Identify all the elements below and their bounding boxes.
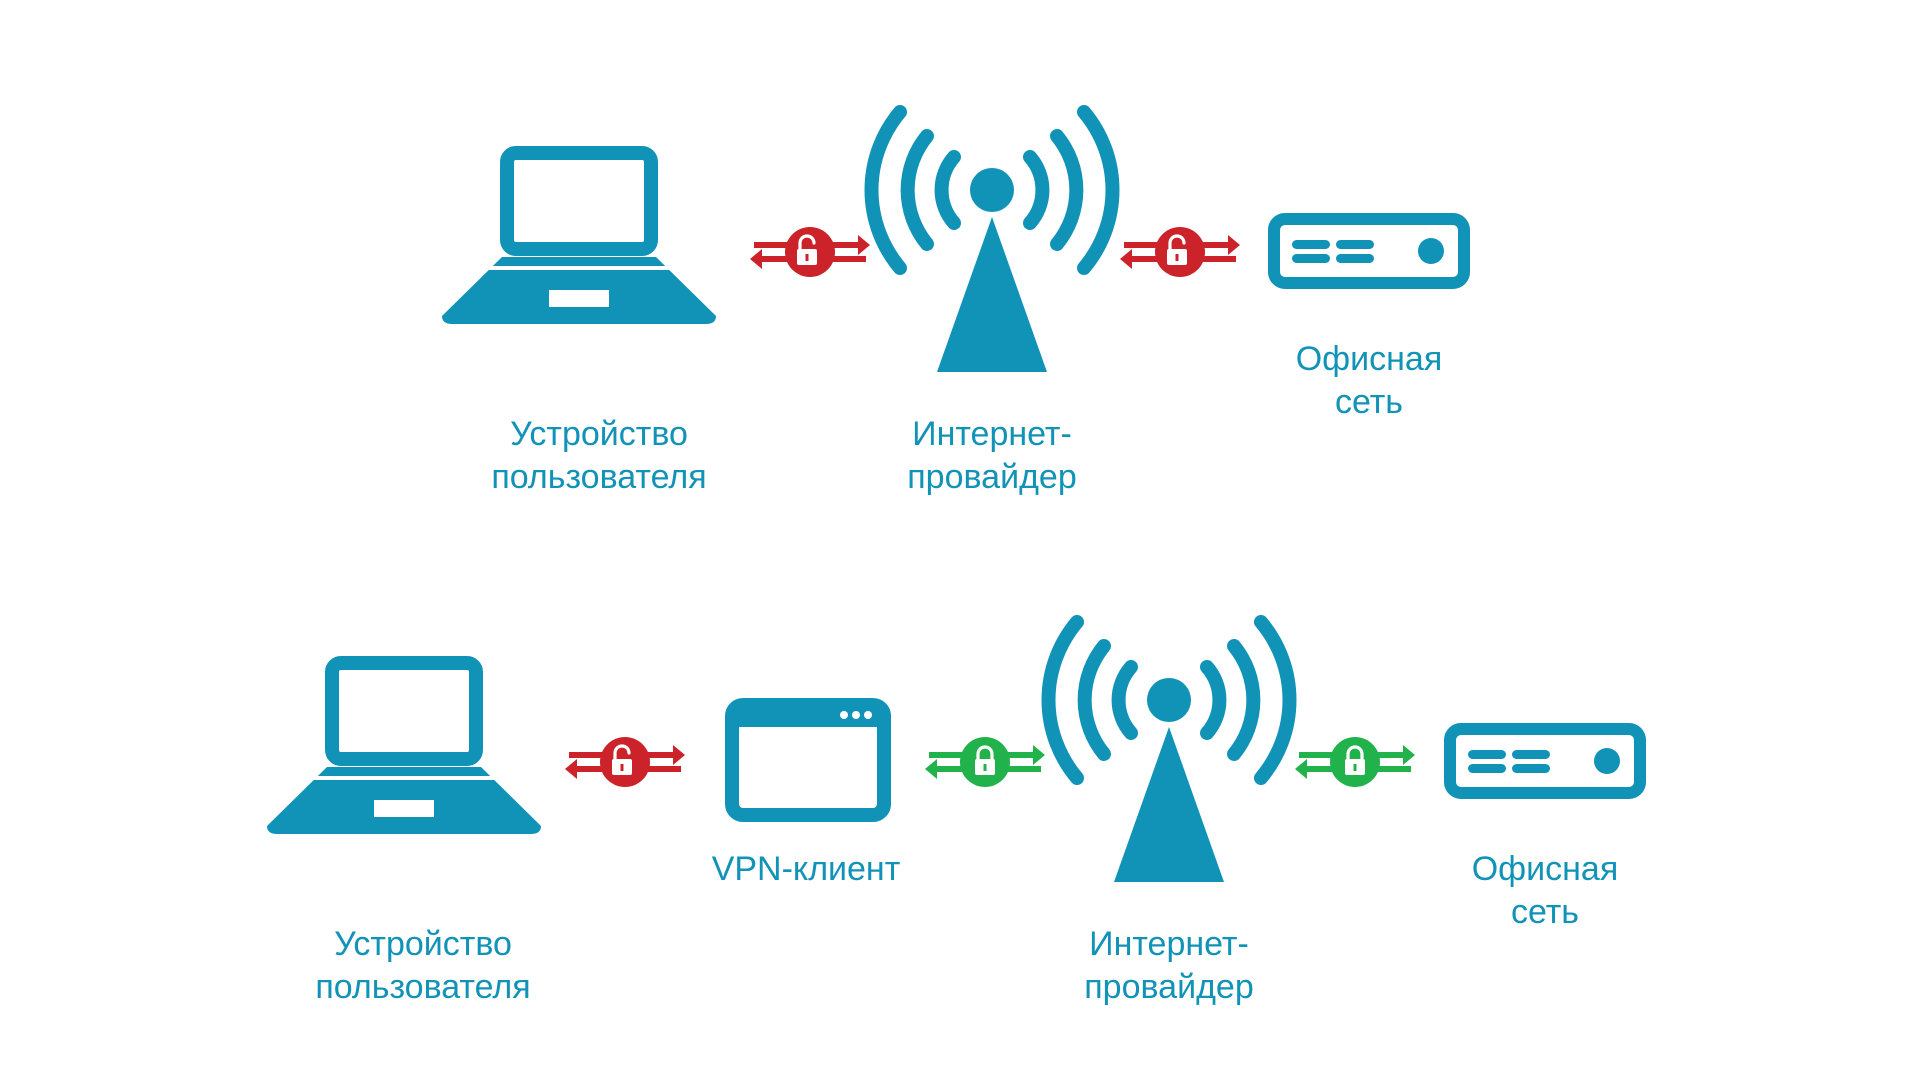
locked-padlock-icon xyxy=(923,735,1047,789)
antenna-icon xyxy=(872,112,1113,372)
server-icon xyxy=(1450,729,1640,793)
unlocked-padlock-icon xyxy=(748,225,872,279)
unlocked-padlock-icon xyxy=(1118,225,1242,279)
user-device-node: Устройство пользователя xyxy=(267,663,541,1006)
link-provider-office xyxy=(1118,225,1242,279)
office-label-line2: сеть xyxy=(1511,893,1579,931)
office-label-line1: Офисная xyxy=(1472,850,1619,888)
provider-label-line2: провайдер xyxy=(1084,968,1253,1006)
diagram-with-vpn: Устройство пользователя VPN-клиент Интер… xyxy=(267,622,1640,1006)
user-device-label-line2: пользователя xyxy=(315,968,530,1006)
diagram-without-vpn: Устройство пользователя Интернет- провай… xyxy=(442,112,1464,496)
laptop-icon xyxy=(267,663,541,834)
link-device-provider xyxy=(748,225,872,279)
locked-padlock-icon xyxy=(1293,735,1417,789)
office-label-line1: Офисная xyxy=(1296,340,1443,378)
provider-label-line1: Интернет- xyxy=(912,415,1072,453)
provider-label-line2: провайдер xyxy=(907,458,1076,496)
office-node: Офисная сеть xyxy=(1274,219,1464,421)
laptop-icon xyxy=(442,153,716,324)
link-vpn-provider xyxy=(923,735,1047,789)
provider-label-line1: Интернет- xyxy=(1089,925,1249,963)
server-icon xyxy=(1274,219,1464,283)
office-label-line2: сеть xyxy=(1335,383,1403,421)
provider-node: Интернет- провайдер xyxy=(872,112,1113,496)
vpn-client-window-icon xyxy=(732,705,884,815)
antenna-icon xyxy=(1049,622,1290,882)
vpn-client-node: VPN-клиент xyxy=(712,705,901,888)
unlocked-padlock-icon xyxy=(563,735,687,789)
user-device-node: Устройство пользователя xyxy=(442,153,716,496)
user-device-label-line1: Устройство xyxy=(334,925,512,963)
vpn-client-label: VPN-клиент xyxy=(712,850,901,888)
provider-node: Интернет- провайдер xyxy=(1049,622,1290,1006)
link-device-vpn xyxy=(563,735,687,789)
office-node: Офисная сеть xyxy=(1450,729,1640,931)
user-device-label-line1: Устройство xyxy=(510,415,688,453)
user-device-label-line2: пользователя xyxy=(491,458,706,496)
link-provider-office xyxy=(1293,735,1417,789)
